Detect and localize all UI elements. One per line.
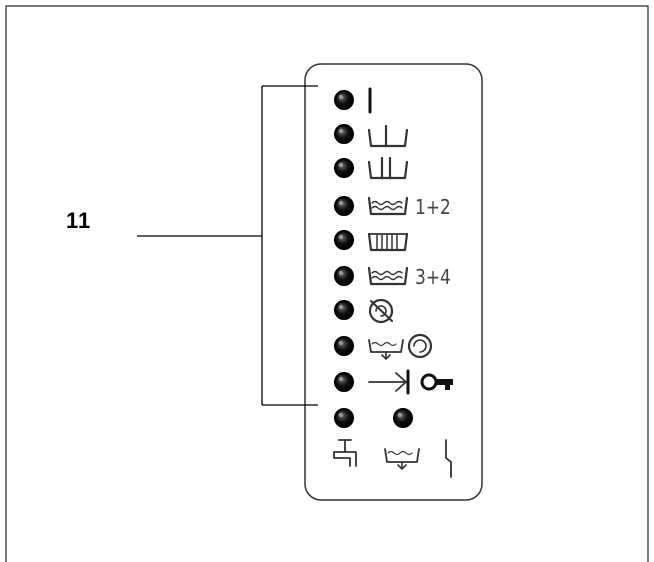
led-rinse-hold (334, 300, 354, 320)
led-column (334, 90, 413, 428)
drain-icon (384, 448, 420, 470)
led-rinse-1-2 (334, 196, 354, 216)
led-prewash (334, 124, 354, 144)
tub-comb-icon (367, 232, 409, 252)
led-drain-spin (334, 336, 354, 356)
rinse-tub-icon (367, 196, 409, 216)
led-intermediate-spin (334, 230, 354, 250)
led-tap (334, 408, 354, 428)
led-rinse-3-4 (334, 266, 354, 286)
rinse-1-2-label: 1+2 (415, 195, 451, 219)
fault-icon (445, 439, 452, 478)
tub-one-bar-icon (367, 124, 409, 148)
callout-number: 11 (66, 208, 92, 233)
indicator-panel (304, 63, 483, 501)
rinse-3-4-label: 3+4 (415, 265, 451, 289)
end-key-icon (368, 369, 453, 395)
led-main-wash (334, 158, 354, 178)
led-start (334, 90, 354, 110)
rinse-tub-icon (367, 266, 409, 286)
drain-spin-icon (368, 333, 433, 360)
no-spin-icon (368, 298, 394, 324)
tub-two-bars-icon (367, 156, 409, 180)
callout-bracket (137, 85, 318, 406)
outer-frame (5, 5, 649, 562)
tap-icon (333, 439, 357, 467)
led-end-door-lock (334, 372, 354, 392)
led-drain (393, 408, 413, 428)
